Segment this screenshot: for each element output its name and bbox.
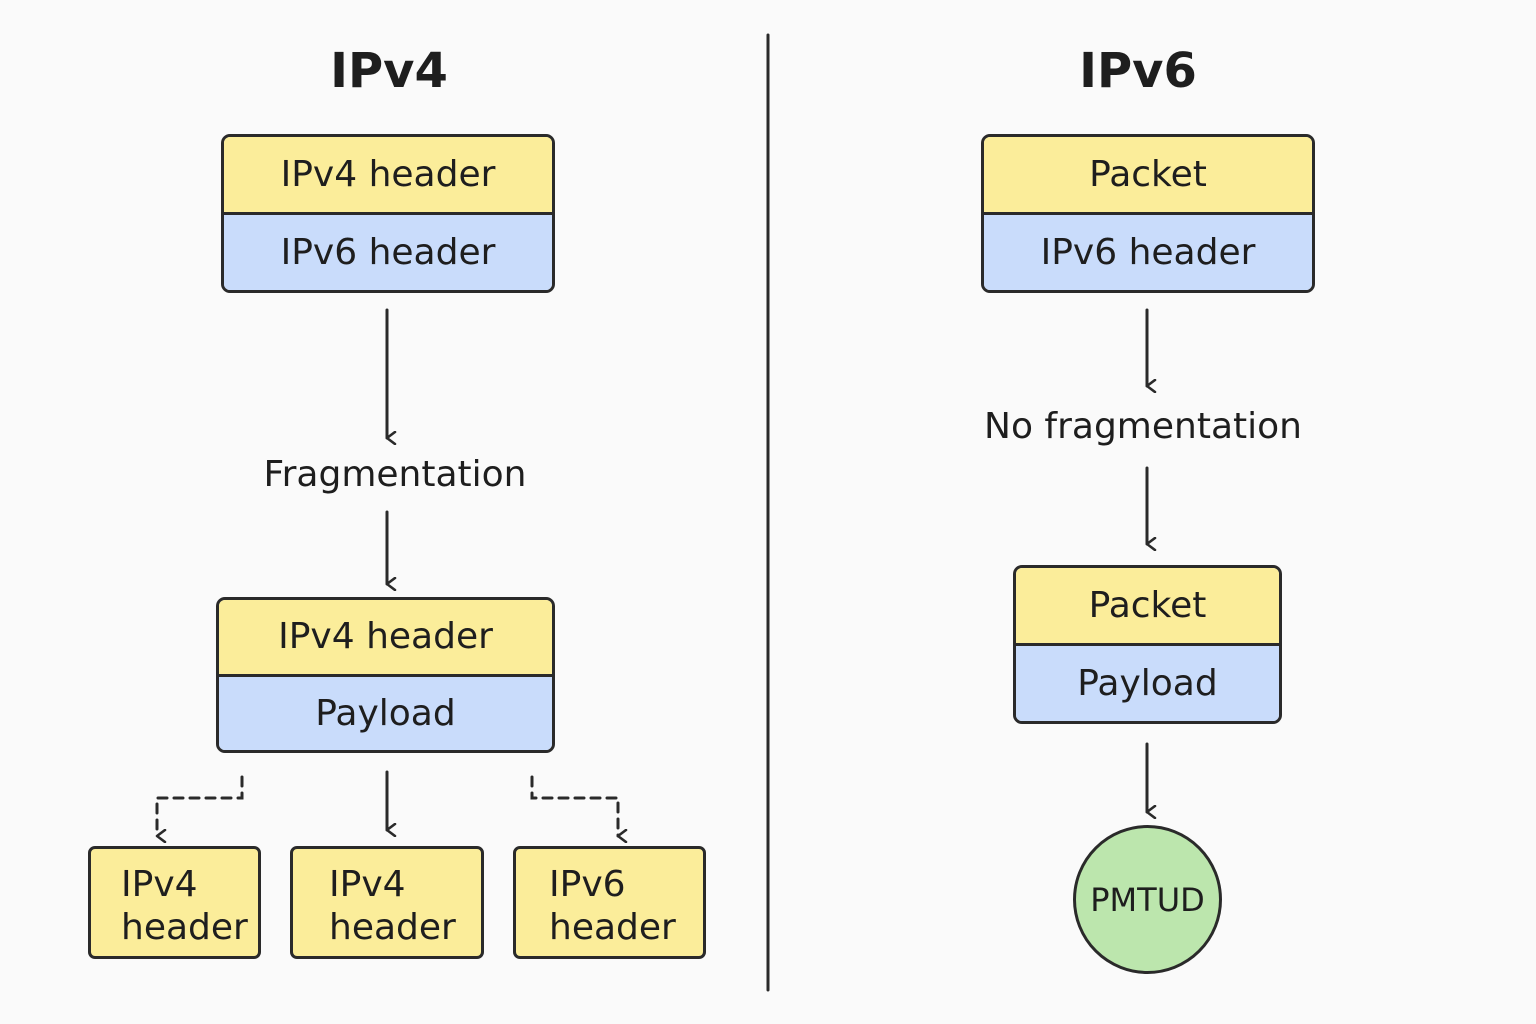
- fragment-line2: header: [549, 907, 676, 948]
- fragment-box-right: IPv6 header: [513, 846, 706, 959]
- ipv6-packet-box: Packet IPv6 header: [981, 134, 1315, 293]
- ipv6-result-box: Packet Payload: [1013, 565, 1282, 724]
- payload-cell: Payload: [219, 676, 552, 750]
- pmtud-node: PMTUD: [1073, 825, 1222, 974]
- fragmentation-label: Fragmentation: [263, 454, 527, 495]
- ipv4-fragmented-box: IPv4 header Payload: [216, 597, 555, 753]
- ipv6-title: IPv6: [1079, 43, 1197, 99]
- ipv4-packet-box: IPv4 header IPv6 header: [221, 134, 555, 293]
- fragment-line1: IPv4: [329, 864, 406, 905]
- fragment-line2: header: [329, 907, 456, 948]
- packet-cell: Packet: [1016, 568, 1279, 646]
- ipv4-header-cell: IPv4 header: [224, 137, 552, 215]
- ipv6-header-cell: IPv6 header: [224, 215, 552, 290]
- no-fragmentation-label: No fragmentation: [984, 406, 1302, 447]
- packet-cell: Packet: [984, 137, 1312, 215]
- fragment-line2: header: [121, 907, 248, 948]
- ipv6-header-cell: IPv6 header: [984, 215, 1312, 290]
- fragment-line1: IPv4: [121, 864, 198, 905]
- ipv4-title: IPv4: [330, 43, 448, 99]
- fragment-line1: IPv6: [549, 864, 626, 905]
- dashed-arrow-to-fragment-right: [530, 775, 618, 836]
- ipv4-header-cell: IPv4 header: [219, 600, 552, 677]
- payload-cell: Payload: [1016, 646, 1279, 721]
- fragment-box-middle: IPv4 header: [290, 846, 484, 959]
- dashed-arrow-to-fragment-left: [155, 775, 244, 836]
- fragment-box-left: IPv4 header: [88, 846, 261, 959]
